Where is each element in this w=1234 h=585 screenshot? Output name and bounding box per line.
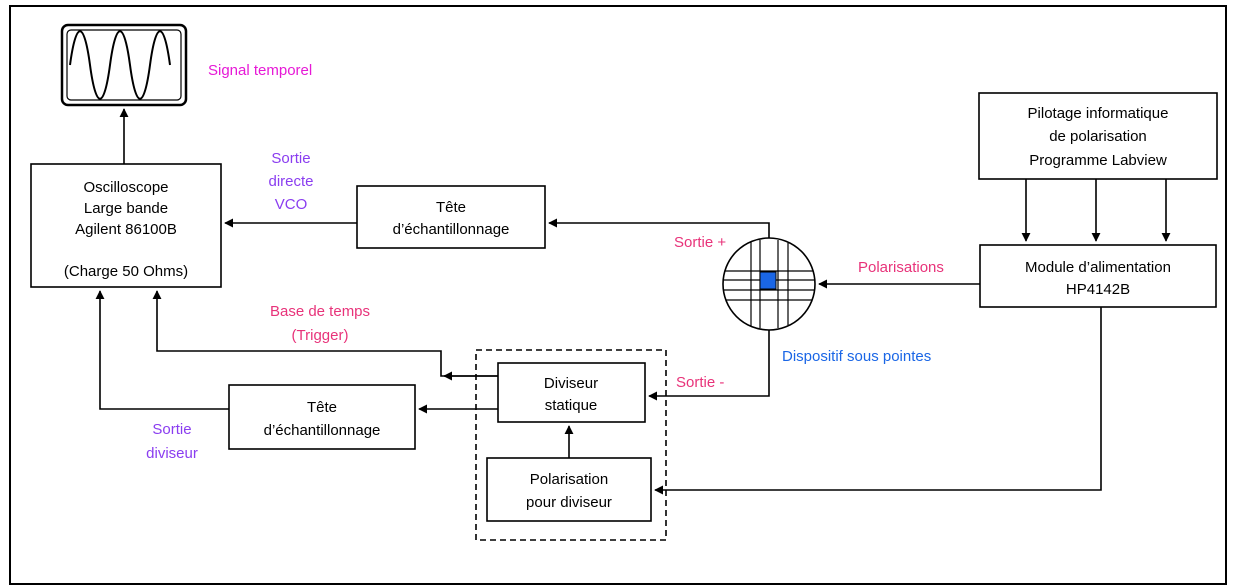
wafer-probe-icon: [722, 237, 816, 331]
chip-square: [759, 271, 777, 290]
wire-sortie-minus: [648, 330, 770, 401]
sampling-head-top-line-1: Tête: [436, 199, 466, 216]
power-supply-module-box: Module d’alimentation HP4142B: [979, 244, 1217, 308]
computer-control-line-3: Programme Labview: [1029, 152, 1167, 169]
computer-control-box: Pilotage informatique de polarisation Pr…: [978, 92, 1218, 180]
sortie-diviseur-label-1: Sortie: [152, 421, 191, 438]
sampling-head-top-box: Tête d’échantillonnage: [356, 185, 546, 249]
wire-sortie-plus: [548, 218, 770, 238]
base-de-temps-label-2: (Trigger): [292, 327, 349, 344]
dispositif-label: Dispositif sous pointes: [782, 348, 931, 365]
sampling-head-bottom-line-1: Tête: [307, 399, 337, 416]
wire-module-to-divider-bias: [654, 307, 1102, 495]
static-divider-line-1: Diviseur: [544, 375, 598, 392]
oscilloscope-line-3: Agilent 86100B: [75, 221, 177, 238]
sortie-directe-label-3: VCO: [275, 196, 308, 213]
power-supply-line-1: Module d’alimentation: [1025, 259, 1171, 276]
wire-head-to-osc-bottom: [95, 290, 229, 410]
sortie-directe-label-1: Sortie: [271, 150, 310, 167]
divider-bias-box: Polarisation pour diviseur: [486, 457, 652, 522]
signal-temporel-label: Signal temporel: [208, 62, 312, 79]
divider-bias-line-1: Polarisation: [530, 471, 608, 488]
oscilloscope-box: Oscilloscope Large bande Agilent 86100B …: [30, 163, 222, 288]
power-supply-line-2: HP4142B: [1066, 281, 1130, 298]
sampling-head-bottom-line-2: d’échantillonnage: [264, 422, 381, 439]
sampling-head-top-line-2: d’échantillonnage: [393, 221, 510, 238]
sortie-diviseur-label-2: diviseur: [146, 445, 198, 462]
oscilloscope-line-4: (Charge 50 Ohms): [64, 263, 188, 280]
sortie-minus-label: Sortie -: [676, 374, 724, 391]
base-de-temps-label-1: Base de temps: [270, 303, 370, 320]
oscilloscope-line-1: Oscilloscope: [83, 179, 168, 196]
sampling-head-bottom-box: Tête d’échantillonnage: [228, 384, 416, 450]
static-divider-box: Diviseur statique: [497, 362, 646, 423]
sortie-plus-label: Sortie +: [674, 234, 726, 251]
sortie-directe-label-2: directe: [268, 173, 313, 190]
computer-control-line-1: Pilotage informatique: [1028, 105, 1169, 122]
static-divider-line-2: statique: [545, 397, 598, 414]
divider-group-outline: [475, 349, 667, 541]
divider-bias-line-2: pour diviseur: [526, 494, 612, 511]
computer-control-line-2: de polarisation: [1049, 128, 1147, 145]
polarisations-label: Polarisations: [858, 259, 944, 276]
oscilloscope-line-2: Large bande: [84, 200, 168, 217]
oscilloscope-screen-icon: [60, 23, 188, 107]
